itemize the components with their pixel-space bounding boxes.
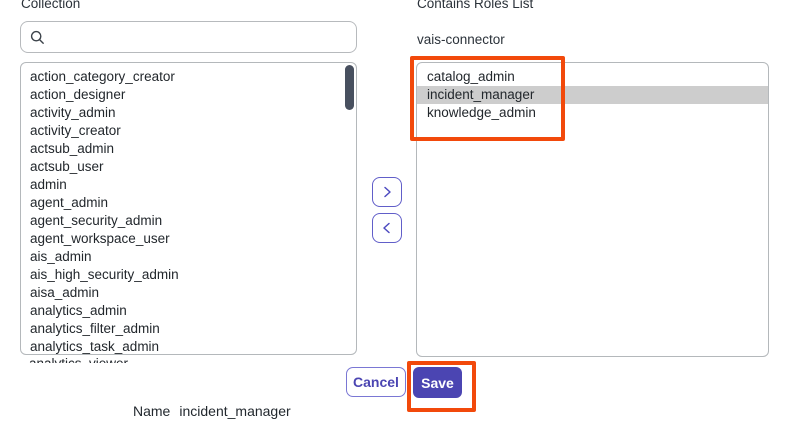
move-left-button[interactable] [372, 213, 402, 243]
list-item[interactable]: activity_creator [30, 123, 121, 138]
list-item[interactable]: actsub_admin [30, 141, 115, 156]
list-item[interactable]: aisa_admin [30, 285, 100, 300]
collection-search-box[interactable] [20, 21, 357, 53]
collection-label: Collection [21, 0, 81, 11]
list-item[interactable]: analytics_filter_admin [30, 321, 160, 336]
list-item[interactable]: activity_admin [30, 105, 116, 120]
list-item[interactable]: incident_manager [417, 86, 768, 104]
search-input[interactable] [51, 26, 356, 48]
list-item[interactable]: analytics_admin [30, 303, 127, 318]
list-item[interactable]: agent_admin [30, 195, 109, 210]
list-item[interactable]: analytics_task_admin [30, 339, 160, 354]
contains-roles-list-label: Contains Roles List [417, 0, 534, 11]
move-right-button[interactable] [372, 177, 402, 207]
list-item[interactable]: actsub_user [30, 159, 104, 174]
list-item[interactable]: ais_admin [30, 249, 92, 264]
scrollbar-thumb[interactable] [345, 65, 354, 110]
collection-list-clipped-item: analytics_viewer [21, 357, 321, 363]
list-item[interactable]: action_designer [30, 87, 126, 102]
list-item[interactable]: agent_security_admin [30, 213, 163, 228]
list-item[interactable]: knowledge_admin [427, 105, 536, 120]
chevron-left-icon [383, 222, 390, 234]
chevron-right-icon [384, 186, 391, 198]
list-item[interactable]: admin [30, 177, 67, 192]
list-item[interactable]: action_category_creator [30, 69, 175, 84]
search-icon [30, 30, 45, 45]
cancel-button[interactable]: Cancel [346, 367, 406, 397]
name-label: Name [133, 403, 171, 419]
list-item[interactable]: agent_workspace_user [30, 231, 170, 246]
save-button[interactable]: Save [413, 367, 462, 398]
list-item[interactable]: catalog_admin [427, 69, 515, 84]
group-name-label: vais-connector [417, 32, 505, 47]
list-item[interactable]: ais_high_security_admin [30, 267, 179, 282]
name-row: Name incident_manager [133, 403, 291, 419]
name-value: incident_manager [179, 403, 291, 419]
